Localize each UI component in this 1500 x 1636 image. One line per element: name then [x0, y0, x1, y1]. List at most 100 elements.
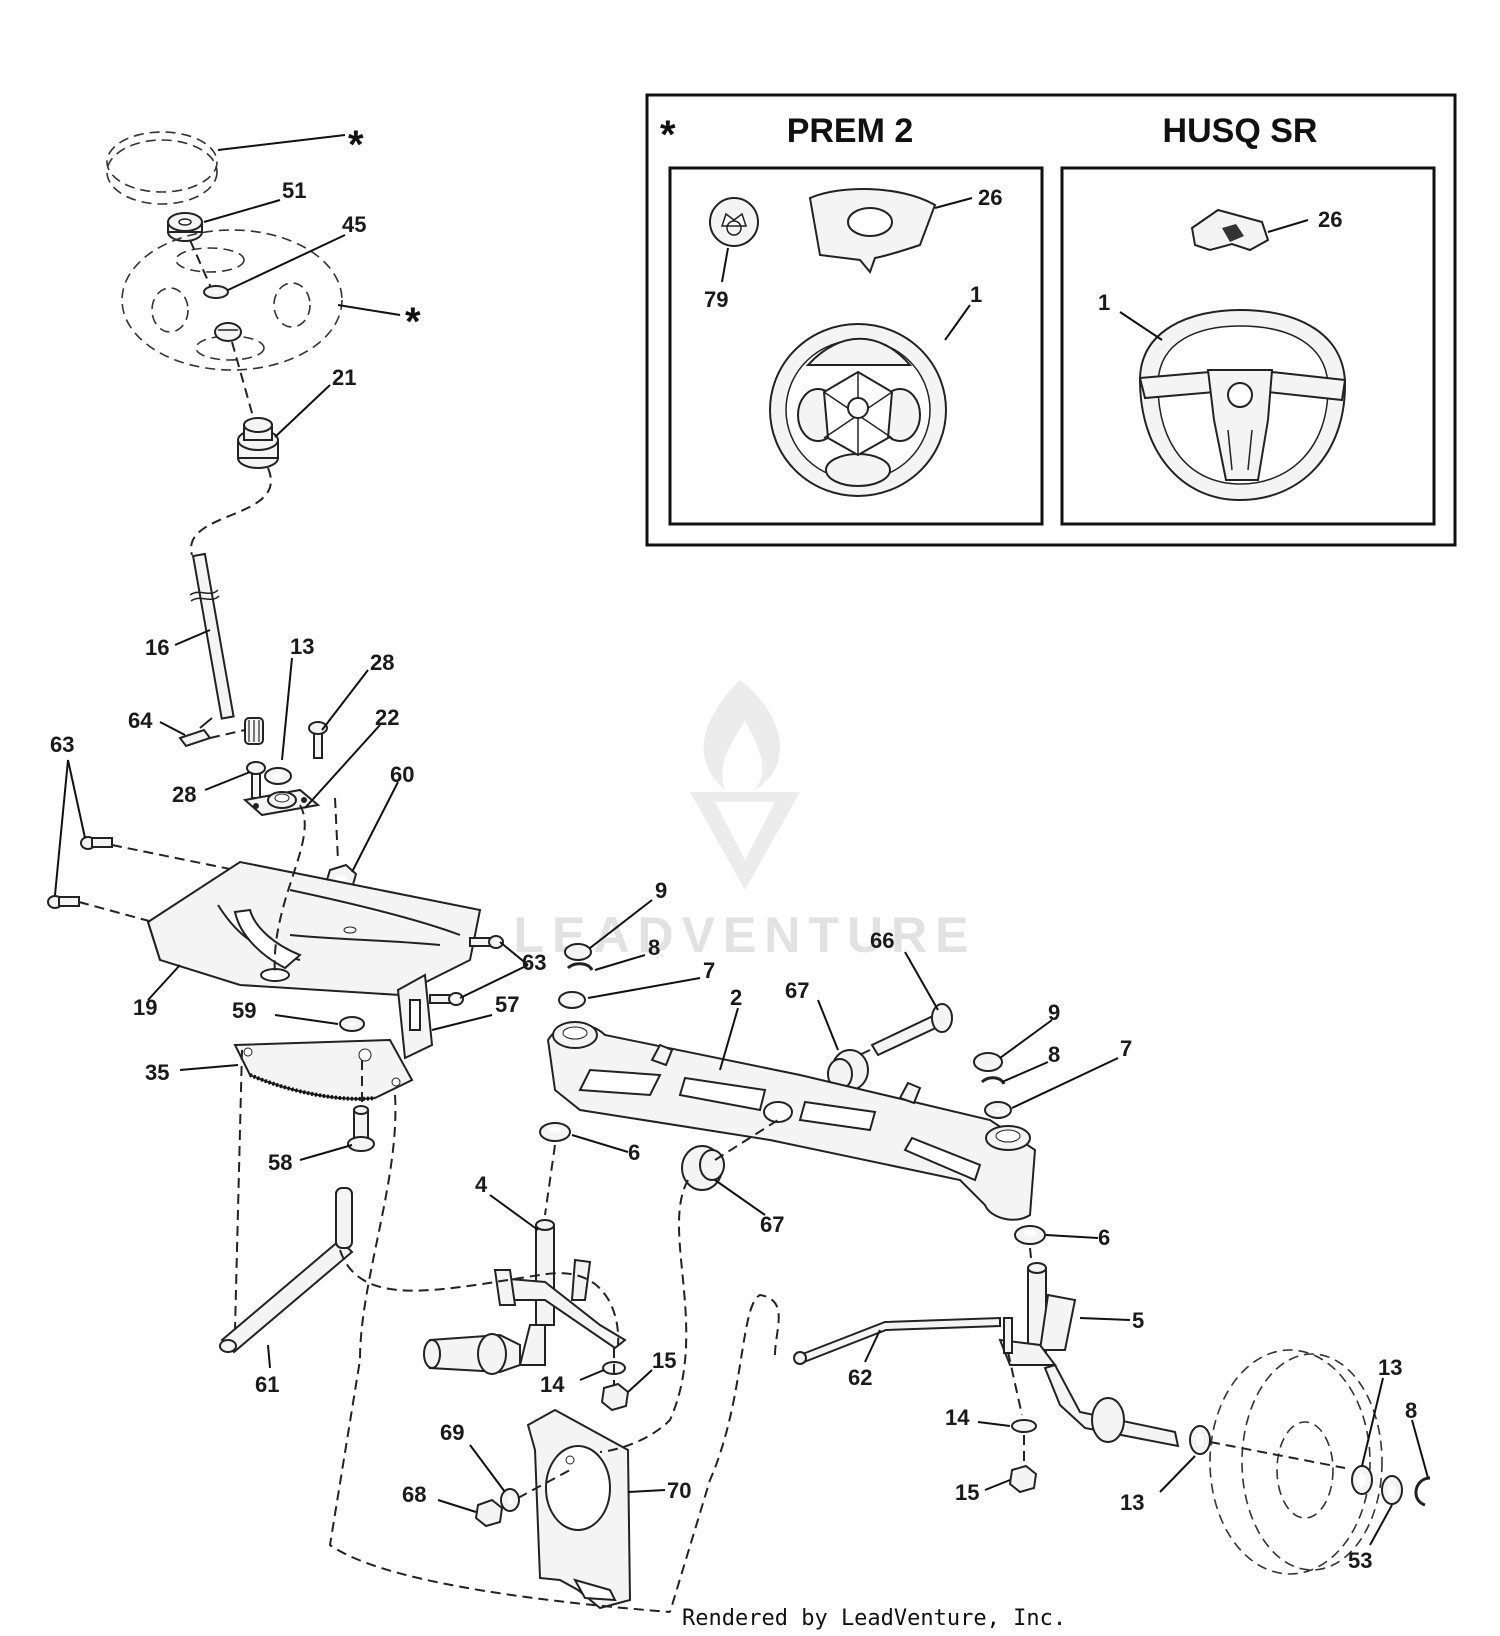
washer-13-spindle [1189, 1425, 1211, 1455]
svg-text:51: 51 [282, 178, 306, 203]
svg-text:70: 70 [667, 1478, 691, 1503]
svg-text:22: 22 [375, 705, 399, 730]
svg-text:5: 5 [1132, 1308, 1144, 1333]
svg-text:35: 35 [145, 1060, 169, 1085]
guide-plate-70 [526, 1408, 632, 1610]
steering-wheel-prem2 [769, 323, 947, 497]
bracket-57 [396, 973, 434, 1060]
e-clip-8 [1414, 1476, 1431, 1507]
svg-text:60: 60 [390, 762, 414, 787]
washer-7-right [984, 1101, 1012, 1119]
nut-15-left [600, 1382, 630, 1412]
svg-text:59: 59 [232, 998, 256, 1023]
bearing-6-left [539, 1122, 571, 1142]
nut-68 [474, 1498, 504, 1528]
svg-text:4: 4 [475, 1172, 488, 1197]
husqvarna-crown-icon [720, 212, 748, 227]
bolt-28-lower [246, 761, 266, 799]
svg-text:16: 16 [145, 635, 169, 660]
svg-text:1: 1 [1098, 290, 1110, 315]
prem2-frame [668, 166, 1044, 526]
svg-text:45: 45 [342, 212, 366, 237]
flame-icon [703, 680, 781, 790]
washer-14-right [1011, 1419, 1037, 1433]
svg-text:63: 63 [50, 732, 74, 757]
svg-text:58: 58 [268, 1150, 292, 1175]
shoulder-bolt-58 [347, 1105, 375, 1152]
svg-text:13: 13 [290, 634, 314, 659]
cap-9-left [564, 943, 592, 961]
svg-text:13: 13 [1120, 1490, 1144, 1515]
svg-text:21: 21 [332, 365, 356, 390]
inset-panel: * PREM 2 HUSQ SR 79 26 [645, 93, 1457, 547]
husq-sr-frame [1060, 166, 1436, 526]
svg-text:1: 1 [970, 282, 982, 307]
nut-51 [167, 212, 203, 242]
washer-13-hub [1351, 1465, 1373, 1495]
inset-asterisk: * [660, 113, 676, 157]
svg-text:*: * [348, 123, 364, 167]
svg-text:68: 68 [402, 1482, 426, 1507]
svg-text:69: 69 [440, 1420, 464, 1445]
adapter-21 [237, 417, 279, 469]
svg-text:67: 67 [760, 1212, 784, 1237]
front-axle-2 [546, 1021, 1037, 1221]
bushing-67-upper [827, 1049, 869, 1091]
screw-63-upper [80, 836, 113, 850]
svg-text:19: 19 [133, 995, 157, 1020]
svg-text:14: 14 [540, 1372, 565, 1397]
svg-text:63: 63 [522, 950, 546, 975]
washer-45 [203, 285, 229, 299]
spindle-4 [423, 1219, 627, 1375]
screw-63-lower [47, 895, 80, 909]
svg-text:9: 9 [655, 878, 667, 903]
svg-text:9: 9 [1048, 1000, 1060, 1025]
svg-text:62: 62 [848, 1365, 872, 1390]
bolt-28-upper [308, 721, 328, 759]
svg-text:8: 8 [1405, 1398, 1417, 1423]
svg-text:64: 64 [128, 708, 153, 733]
bearing-6-right [1014, 1225, 1046, 1245]
svg-text:6: 6 [1098, 1225, 1110, 1250]
svg-text:6: 6 [628, 1140, 640, 1165]
svg-text:26: 26 [1318, 207, 1342, 232]
clip-64 [178, 717, 213, 748]
steering-shaft-16 [189, 552, 264, 745]
washer-53 [1381, 1475, 1403, 1505]
steering-wheel-husq-sr [1138, 308, 1347, 502]
washer-69 [500, 1488, 520, 1512]
tie-rod-62 [793, 1316, 1001, 1365]
watermark: LEADVENTURE [513, 680, 969, 963]
v-logo-icon [690, 792, 800, 890]
svg-text:57: 57 [495, 992, 519, 1017]
bushing-67-lower [681, 1145, 725, 1191]
svg-text:14: 14 [945, 1405, 970, 1430]
cap-9-right [973, 1052, 1003, 1072]
svg-text:2: 2 [730, 985, 742, 1010]
footer-credit: Rendered by LeadVenture, Inc. [682, 1606, 1066, 1631]
washer-59 [339, 1016, 365, 1032]
spindle-5 [998, 1262, 1180, 1448]
clip-8-left [566, 962, 594, 971]
screw-63-right-2 [429, 992, 464, 1006]
steering-cap [106, 131, 218, 205]
nut-15-right [1008, 1464, 1038, 1494]
svg-text:8: 8 [648, 935, 660, 960]
svg-text:15: 15 [955, 1480, 979, 1505]
svg-text:53: 53 [1348, 1548, 1372, 1573]
clip-8-right [980, 1076, 1006, 1085]
sector-gear-35 [233, 1038, 414, 1101]
svg-text:15: 15 [652, 1348, 676, 1373]
svg-text:8: 8 [1048, 1042, 1060, 1067]
wheel-hub-spline [214, 322, 242, 342]
emblem-79 [709, 197, 759, 247]
screw-63-right-1 [469, 935, 504, 949]
svg-text:28: 28 [172, 782, 196, 807]
steering-cover-prem2 [808, 188, 937, 274]
bearing-flange-22 [242, 788, 321, 817]
mounting-plate-19 [146, 860, 482, 997]
washer-13-upper [264, 767, 292, 785]
svg-text:7: 7 [1120, 1036, 1132, 1061]
washer-7-left [558, 991, 586, 1009]
svg-text:61: 61 [255, 1372, 279, 1397]
